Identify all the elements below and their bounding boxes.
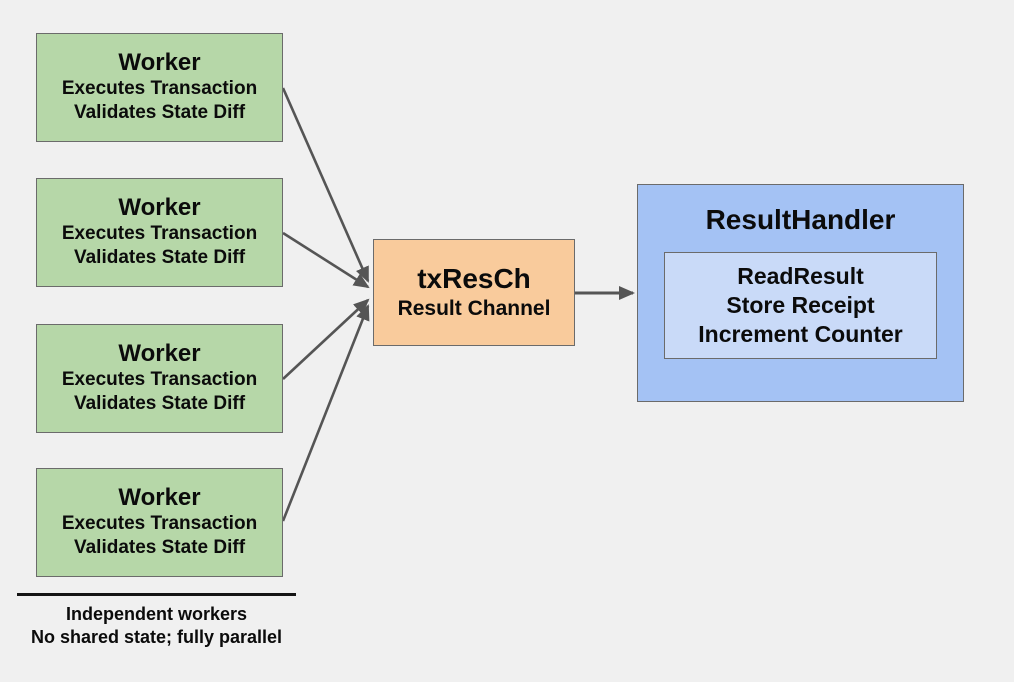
channel-box: txResCh Result Channel	[373, 239, 575, 346]
arrow-worker-3-to-channel	[282, 298, 370, 380]
worker-title: Worker	[118, 49, 201, 77]
worker-line-1: Executes Transaction	[61, 222, 258, 244]
worker-line-1: Executes Transaction	[61, 512, 258, 534]
caption-line-2: No shared state; fully parallel	[30, 626, 283, 647]
worker-box-4: Worker Executes Transaction Validates St…	[36, 468, 283, 577]
worker-line-2: Validates State Diff	[73, 102, 246, 124]
worker-title: Worker	[118, 484, 201, 512]
result-handler-box: ResultHandler ReadResult Store Receipt I…	[637, 184, 964, 402]
caption: Independent workers No shared state; ful…	[0, 603, 313, 648]
result-handler-inner-box: ReadResult Store Receipt Increment Count…	[664, 251, 937, 359]
channel-title: txResCh	[417, 262, 531, 294]
arrow-worker-1-to-channel	[281, 87, 370, 283]
worker-line-2: Validates State Diff	[73, 393, 246, 415]
channel-subtitle: Result Channel	[397, 296, 551, 320]
worker-line-1: Executes Transaction	[61, 368, 258, 390]
handler-line-1: ReadResult	[737, 263, 864, 290]
worker-title: Worker	[118, 194, 201, 222]
caption-divider-line	[17, 593, 296, 596]
worker-box-2: Worker Executes Transaction Validates St…	[36, 178, 283, 287]
caption-line-1: Independent workers	[65, 604, 248, 624]
handler-line-2: Store Receipt	[726, 291, 875, 318]
worker-line-1: Executes Transaction	[61, 77, 258, 99]
worker-box-1: Worker Executes Transaction Validates St…	[36, 33, 283, 142]
arrow-worker-4-to-channel	[281, 304, 370, 522]
handler-line-3: Increment Counter	[698, 320, 903, 347]
worker-line-2: Validates State Diff	[73, 247, 246, 269]
worker-title: Worker	[118, 340, 201, 368]
result-handler-title: ResultHandler	[705, 204, 896, 235]
worker-line-2: Validates State Diff	[73, 537, 246, 559]
worker-box-3: Worker Executes Transaction Validates St…	[36, 324, 283, 433]
arrow-worker-2-to-channel	[282, 231, 370, 289]
